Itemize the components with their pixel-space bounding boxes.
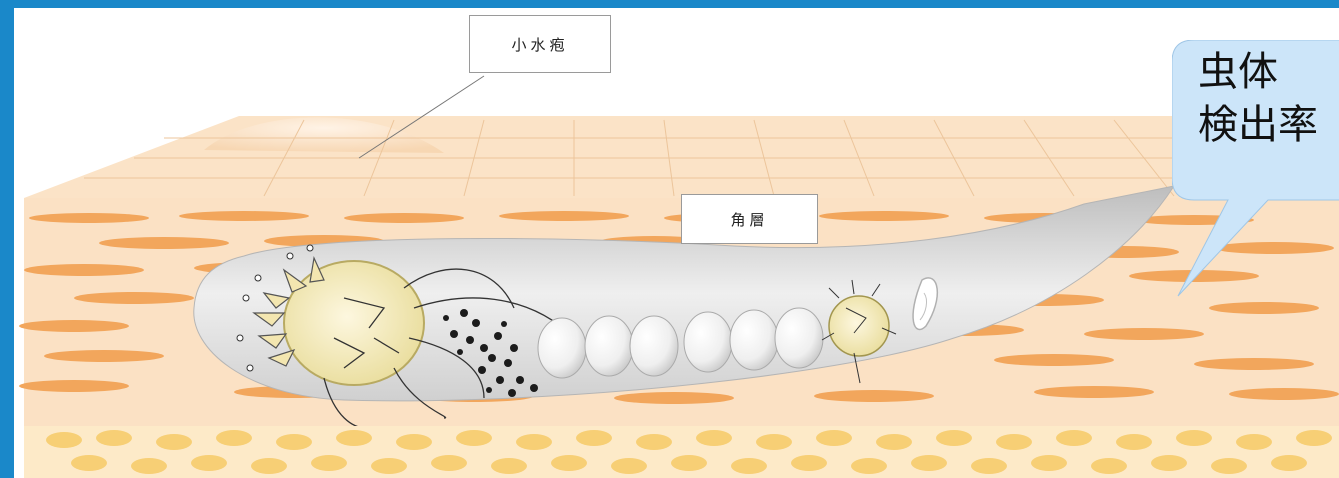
stratum-corneum-label: 角層 xyxy=(681,194,818,244)
callout-bubble xyxy=(1172,40,1339,297)
vesicle-label: 小水疱 xyxy=(469,15,611,73)
callout-line-2: 検出率 xyxy=(1198,102,1318,148)
callout-line-1: 虫体 xyxy=(1198,49,1278,95)
mite-large-icon xyxy=(236,244,575,429)
callout-text: 虫体 検出率 xyxy=(1198,46,1318,152)
surface-grid xyxy=(84,119,1336,197)
skin-cross-section xyxy=(19,75,1339,478)
egg-shell xyxy=(912,277,939,331)
vesicle-leader-line xyxy=(358,75,485,159)
skin-diagram xyxy=(14,8,1339,478)
skin-surface xyxy=(24,116,1339,198)
feces-pellets xyxy=(443,309,538,397)
eggs xyxy=(537,307,824,379)
mite-small-icon xyxy=(821,279,897,384)
basal-cells xyxy=(46,430,1332,474)
